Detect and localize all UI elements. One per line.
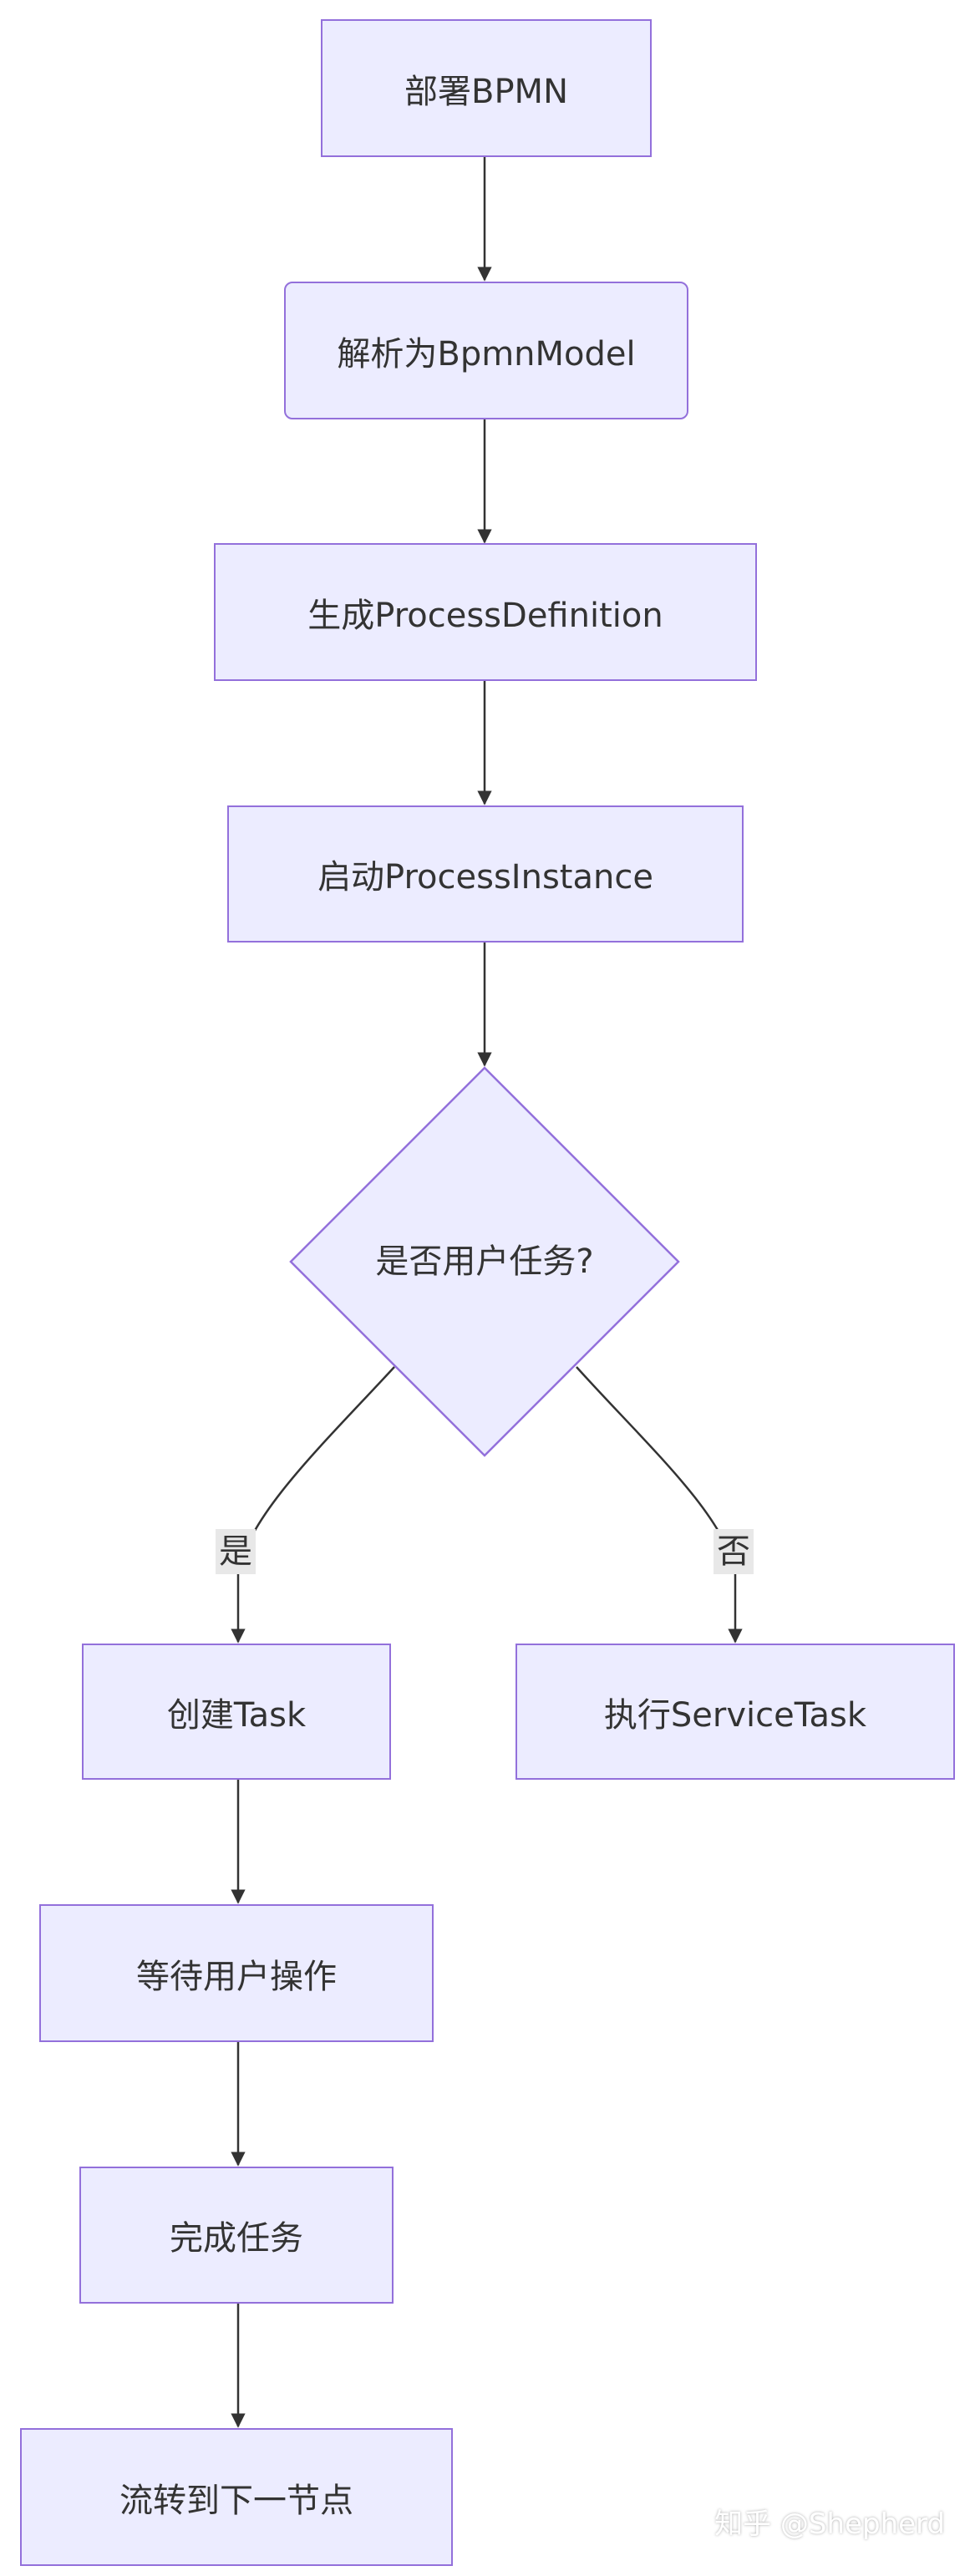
node-start: 启动ProcessInstance [227,805,744,943]
node-wait-label: 等待用户操作 [136,1957,337,1996]
node-create-task: 创建Task [82,1644,391,1780]
node-generate: 生成ProcessDefinition [214,543,757,681]
node-service-task: 执行ServiceTask [515,1644,955,1780]
node-next-label: 流转到下一节点 [119,2481,353,2520]
node-deploy-label: 部署BPMN [404,72,568,111]
node-create-task-label: 创建Task [166,1695,307,1735]
watermark: 知乎 @Shepherd [714,2507,945,2541]
node-parse: 解析为BpmnModel [284,282,688,419]
edge-label-no: 否 [714,1529,754,1574]
node-decision-label: 是否用户任务? [375,1242,594,1281]
decision-diamond [289,1066,680,1457]
node-complete-label: 完成任务 [170,2219,303,2258]
edge-label-yes: 是 [216,1529,256,1574]
node-service-task-label: 执行ServiceTask [603,1695,867,1735]
node-parse-label: 解析为BpmnModel [337,334,636,373]
node-start-label: 启动ProcessInstance [317,858,653,897]
node-generate-label: 生成ProcessDefinition [307,596,663,635]
edge-decision-yes [231,1366,395,1644]
edge-decision-no [576,1366,743,1644]
node-wait: 等待用户操作 [39,1904,434,2042]
node-next: 流转到下一节点 [20,2428,453,2566]
node-deploy: 部署BPMN [321,19,652,157]
node-complete: 完成任务 [79,2167,394,2304]
